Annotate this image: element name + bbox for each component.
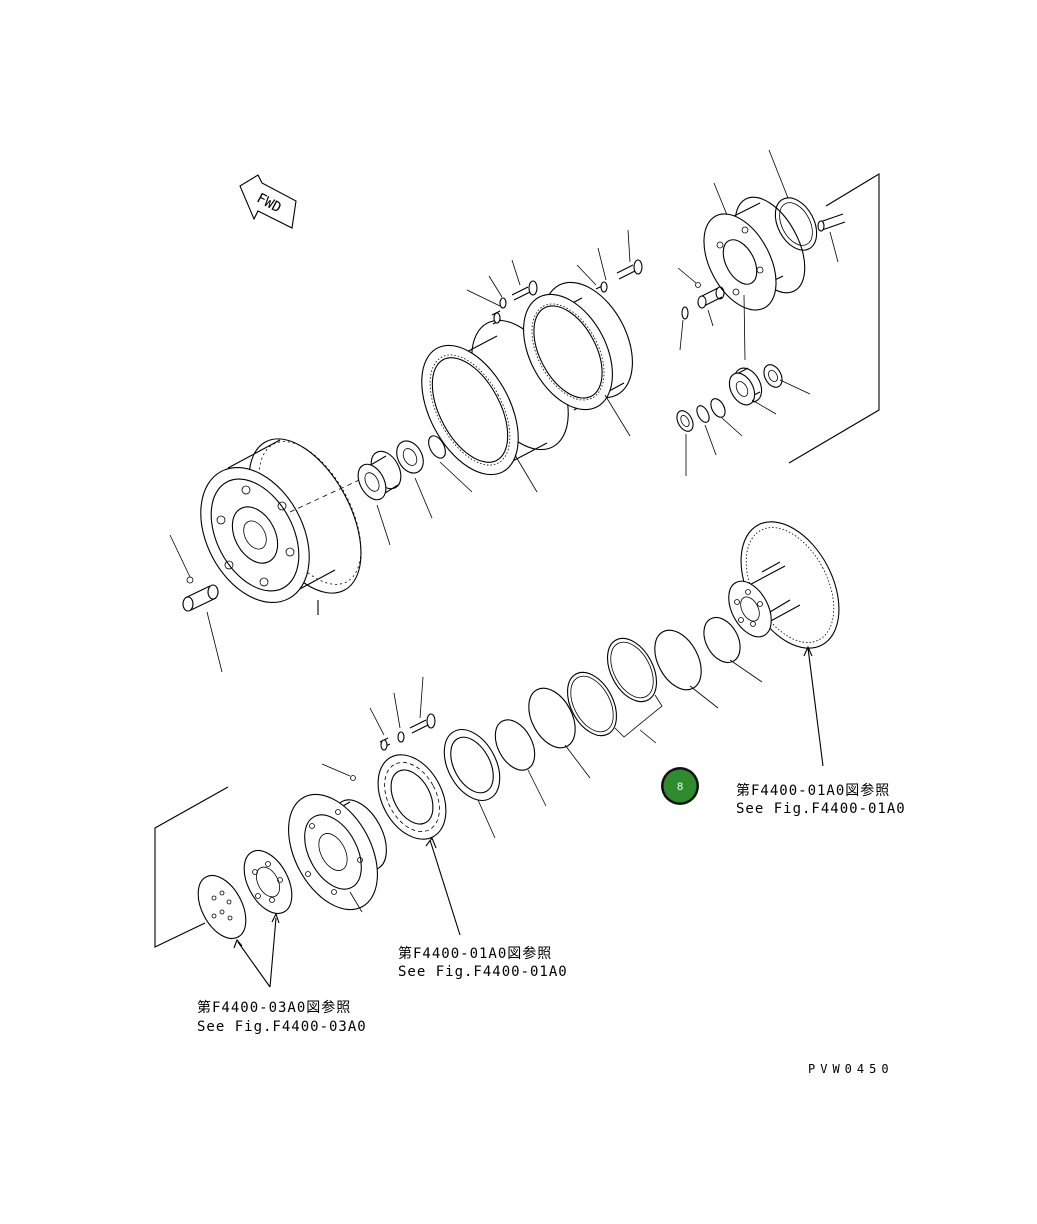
end-cover — [197, 874, 247, 940]
reference-3-en: See Fig.F4400-03A0 — [197, 1019, 367, 1035]
hub-housing — [200, 438, 371, 615]
shaft-pin-upper — [817, 213, 846, 263]
fwd-arrow: FWD — [239, 174, 297, 229]
sprocket-hub — [288, 793, 387, 913]
reference-1-jp: 第F4400-01A0図参照 — [736, 782, 890, 799]
bracket-lower-left — [154, 786, 229, 948]
planet-carrier — [703, 182, 806, 361]
fwd-label: FWD — [254, 190, 284, 216]
spindle — [728, 521, 840, 649]
drawing-code: PVW0450 — [808, 1062, 894, 1076]
bearing-cone — [357, 450, 402, 546]
reference-1-en: See Fig.F4400-01A0 — [736, 801, 906, 817]
ring-gear-1 — [421, 319, 569, 493]
callout-marker-label: 8 — [677, 781, 683, 793]
bolts-lower — [321, 676, 436, 781]
reference-2: 第F4400-01A0図参照 See Fig.F4400-01A0 — [398, 945, 568, 980]
bolts-upper-center — [466, 229, 643, 325]
thrust-washer-upper — [768, 149, 818, 251]
seal-rings-middle — [494, 616, 763, 807]
planet-gear-bearings — [676, 364, 811, 476]
snap-ring — [428, 435, 473, 493]
bracket-upper-right — [788, 173, 880, 464]
floating-seal — [443, 729, 501, 839]
bearing-cup — [396, 440, 433, 519]
ring-gear-2 — [523, 281, 633, 437]
reference-1: 第F4400-01A0図参照 See Fig.F4400-01A0 — [736, 782, 906, 817]
reference-2-jp: 第F4400-01A0図参照 — [398, 945, 552, 962]
cover-plate — [243, 849, 293, 915]
seal-bearing-cage — [377, 754, 461, 936]
reference-2-en: See Fig.F4400-01A0 — [398, 964, 568, 980]
reference-3-jp: 第F4400-03A0図参照 — [197, 999, 351, 1016]
callout-marker[interactable]: 8 — [661, 767, 699, 805]
reference-3: 第F4400-03A0図参照 See Fig.F4400-03A0 — [197, 999, 367, 1035]
dowel-pin-left — [169, 534, 223, 673]
pin-and-clip — [677, 267, 725, 351]
reference-leaders — [233, 645, 824, 988]
